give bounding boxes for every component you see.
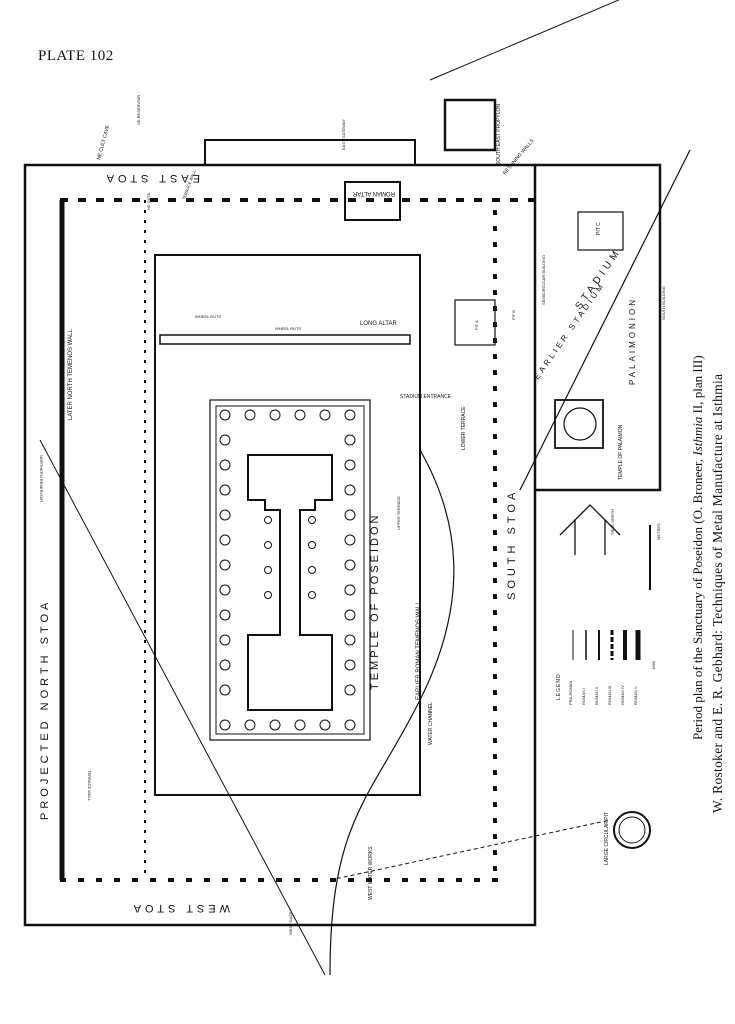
label-semicircular-building: SEMICIRCULAR BUILDING — [541, 255, 546, 305]
label-pit-c: PIT C — [596, 222, 602, 235]
stadium-enclosure — [535, 163, 662, 492]
label-wheel-ruts-1: WHEEL RUTS — [195, 314, 221, 319]
label-pit-b: PIT B — [511, 310, 516, 320]
temple-of-palaimon-outline — [554, 399, 604, 449]
label-water-channel: WATER CHANNEL — [428, 702, 434, 745]
label-ne-reservoir: NE RESERVOIR — [136, 95, 141, 125]
pit-a-outline — [454, 299, 496, 346]
label-northern-reservoir: NORTHERN RESERVOIR — [39, 455, 44, 502]
label-metres: METRES — [656, 523, 661, 540]
label-wheel-ruts-2: WHEEL RUTS — [275, 326, 301, 331]
outer-enclosure-wall — [23, 163, 537, 927]
palaimon-rotunda — [563, 407, 597, 441]
plate-label: PLATE 102 — [38, 48, 114, 64]
label-lower-terrace: LOWER TERRACE — [461, 406, 467, 450]
caption-line-1-prefix: Period plan of the Sanctuary of Poseidon… — [690, 455, 705, 740]
label-ne-cult-cave: NE CULT CAVE — [96, 124, 111, 161]
large-circular-pit-shape — [613, 811, 651, 849]
legend-item-roman-2: ROMAN II — [594, 687, 599, 705]
legend-title: LEGEND — [556, 673, 562, 700]
legend-swatches — [572, 630, 641, 660]
label-date: 1966 — [651, 660, 656, 670]
legend-item-roman-3: ROMAN III — [607, 686, 612, 705]
label-pit-a: PIT A — [474, 320, 479, 330]
roman-altar-box — [344, 181, 401, 221]
pit-c-outline — [577, 211, 624, 251]
label-roman-altar: ROMAN ALTAR — [352, 190, 395, 196]
label-later-north-temenos-wall: LATER NORTH TEMENOS WALL — [68, 329, 74, 420]
label-projected-north-stoa: PROJECTED NORTH STOA — [39, 599, 51, 820]
temple-platform — [209, 399, 371, 741]
alignment-line — [39, 439, 326, 976]
label-stadium: STADIUM — [573, 246, 623, 312]
label-retaining-walls: RETAINING WALLS — [502, 137, 536, 176]
label-east-stoa: EAST STOA — [103, 172, 200, 184]
label-south-east-propylon: SOUTH EAST PROPYLON — [496, 104, 502, 165]
water-channel-line — [329, 449, 455, 976]
temple-stylobate — [215, 405, 365, 735]
label-temple-of-palaimon: TEMPLE OF PALAIMON — [618, 424, 624, 480]
caption-line-1-italic: Isthmia — [690, 416, 705, 456]
caption-line-2: W. Rostoker and E. R. Gebhard: Technique… — [710, 373, 725, 813]
label-ne-gate: NE GATE — [146, 192, 151, 210]
label-temple: TEMPLE OF POSEIDON — [369, 513, 381, 690]
label-earlier-roman-temenos-wall: EARLIER ROMAN TEMENOS WALL — [416, 601, 422, 700]
label-south-stoa: SOUTH STOA — [506, 489, 518, 600]
label-west-water-works: WEST WATER WORKS — [368, 846, 374, 900]
label-east-gateway: EAST GATEWAY — [341, 119, 346, 150]
caption-line-1-suffix: II, plan III) — [690, 355, 705, 417]
true-north-arrow — [559, 504, 621, 555]
label-south-building: SOUTH BUILDING — [661, 286, 666, 320]
label-long-altar: LONG ALTAR — [360, 321, 397, 327]
legend-item-roman-5: ROMAN V — [633, 686, 638, 705]
east-gateway-walls — [204, 139, 416, 165]
label-upper-terrace: UPPER TERRACE — [396, 496, 401, 530]
label-true-north: TRUE NORTH — [610, 509, 615, 535]
temple-columns — [219, 409, 356, 731]
stadium-track-line — [519, 149, 691, 491]
caption-line-1: Period plan of the Sanctuary of Poseidon… — [690, 355, 706, 740]
label-stadium-entrance: STADIUM ENTRANCE — [400, 394, 452, 400]
long-altar — [159, 334, 411, 345]
label-west-gate: WEST GATE — [288, 911, 293, 935]
legend-item-roman-4: ROMAN IV — [620, 685, 625, 705]
temple-cella — [247, 454, 333, 711]
temenos-wall — [154, 254, 421, 796]
legend-item-roman-1: ROMAN I — [581, 688, 586, 705]
south-east-propylon-outline — [443, 98, 497, 152]
legend-item-pre-roman: PRE-ROMAN — [568, 680, 573, 705]
label-palaimonion: PALAIMONION — [628, 297, 637, 385]
label-large-circular-pit: LARGE CIRCULAR PIT — [604, 812, 610, 865]
label-west-stoa: WEST STOA — [130, 902, 230, 914]
label-terrace-wall-w: TERRACE WALL — [87, 770, 92, 802]
